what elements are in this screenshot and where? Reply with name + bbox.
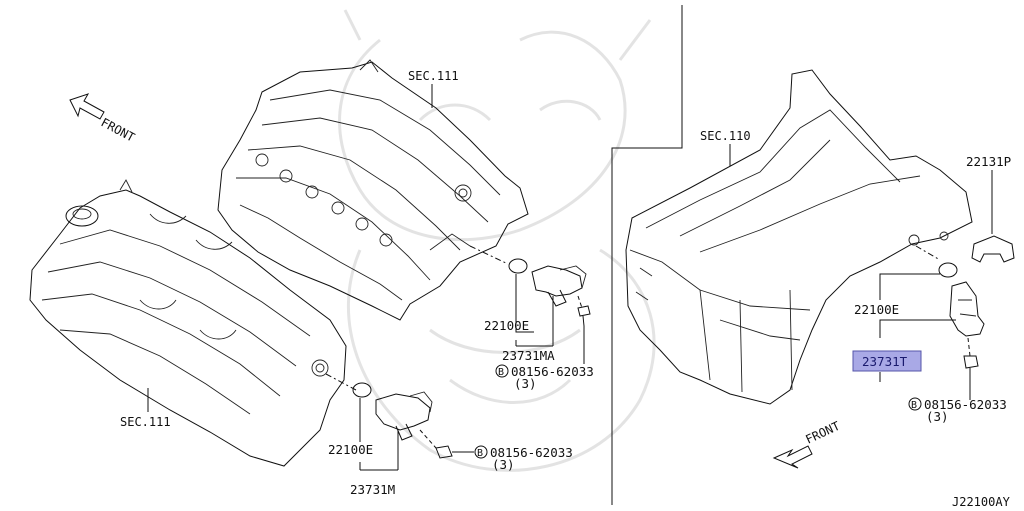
- sensor-assembly-right: [879, 245, 985, 390]
- watermark-emblem: [338, 9, 656, 472]
- front-arrow-left: FRONT: [69, 93, 137, 145]
- highlighted-part-23731t: 23731T: [852, 350, 922, 372]
- bolt-callout-right: B 08156-62033 (3): [908, 390, 1007, 424]
- part-label-bolt-lower: 08156-62033: [490, 445, 573, 460]
- o-ring-upper: [508, 258, 528, 274]
- o-ring-lower: [352, 382, 372, 398]
- sensor-assembly-lower: [325, 373, 474, 471]
- front-arrow-right: FRONT: [772, 419, 842, 469]
- oil-pan: [625, 69, 973, 405]
- part-label-oring-upper: 22100E: [484, 318, 529, 333]
- section-callout-upper: SEC.111: [408, 69, 459, 108]
- svg-text:B: B: [911, 400, 917, 411]
- part-label-bolt-right: 08156-62033: [924, 397, 1007, 412]
- bolt-symbol-right: [908, 397, 922, 411]
- part-label-bolt-upper: 08156-62033: [511, 364, 594, 379]
- cam-sensor-lower: [375, 393, 431, 431]
- bolt-symbol-upper: [495, 364, 509, 378]
- cylinder-head-lower: [29, 179, 347, 467]
- section-callout-lower: SEC.111: [120, 388, 171, 429]
- part-label-bracket-right: 22131P: [966, 154, 1011, 169]
- cam-cap-lower: [65, 205, 99, 227]
- section-label-lower: SEC.111: [120, 415, 171, 429]
- part-label-sensor-right: 23731T: [862, 354, 908, 369]
- view-divider: [611, 5, 683, 505]
- bolt-right: [963, 355, 979, 390]
- part-label-sensor-lower: 23731M: [350, 482, 395, 497]
- bolt-upper: [577, 305, 591, 327]
- sensor-assembly-upper: [469, 245, 591, 364]
- section-label-upper: SEC.111: [408, 69, 459, 83]
- bolt-callout-lower: B 08156-62033 (3): [474, 445, 573, 472]
- part-qty-bolt-lower: (3): [492, 457, 515, 472]
- part-qty-bolt-right: (3): [926, 409, 949, 424]
- section-label-right: SEC.110: [700, 129, 751, 143]
- bracket-22131p: [971, 170, 1015, 263]
- o-ring-right: [938, 262, 958, 278]
- diagram-code: J22100AY: [952, 495, 1011, 509]
- front-label-left: FRONT: [99, 115, 137, 144]
- cam-sensor-upper: [531, 265, 583, 297]
- part-qty-bolt-upper: (3): [514, 376, 537, 391]
- bolt-symbol-lower: [474, 445, 488, 459]
- svg-text:B: B: [498, 367, 504, 378]
- part-label-oring-right: 22100E: [854, 302, 899, 317]
- highlight-box: [852, 350, 922, 372]
- section-callout-right: SEC.110: [700, 129, 751, 166]
- bracket-part: [971, 235, 1015, 263]
- part-label-oring-lower: 22100E: [328, 442, 373, 457]
- part-label-sensor-upper: 23731MA: [502, 348, 555, 363]
- cam-sensor-right: [949, 281, 985, 337]
- svg-text:B: B: [477, 448, 483, 459]
- front-label-right: FRONT: [803, 419, 842, 447]
- bolt-lower: [435, 445, 474, 459]
- bolt-callout-upper: B 08156-62033 (3): [495, 364, 594, 391]
- cylinder-head-upper: [217, 59, 529, 321]
